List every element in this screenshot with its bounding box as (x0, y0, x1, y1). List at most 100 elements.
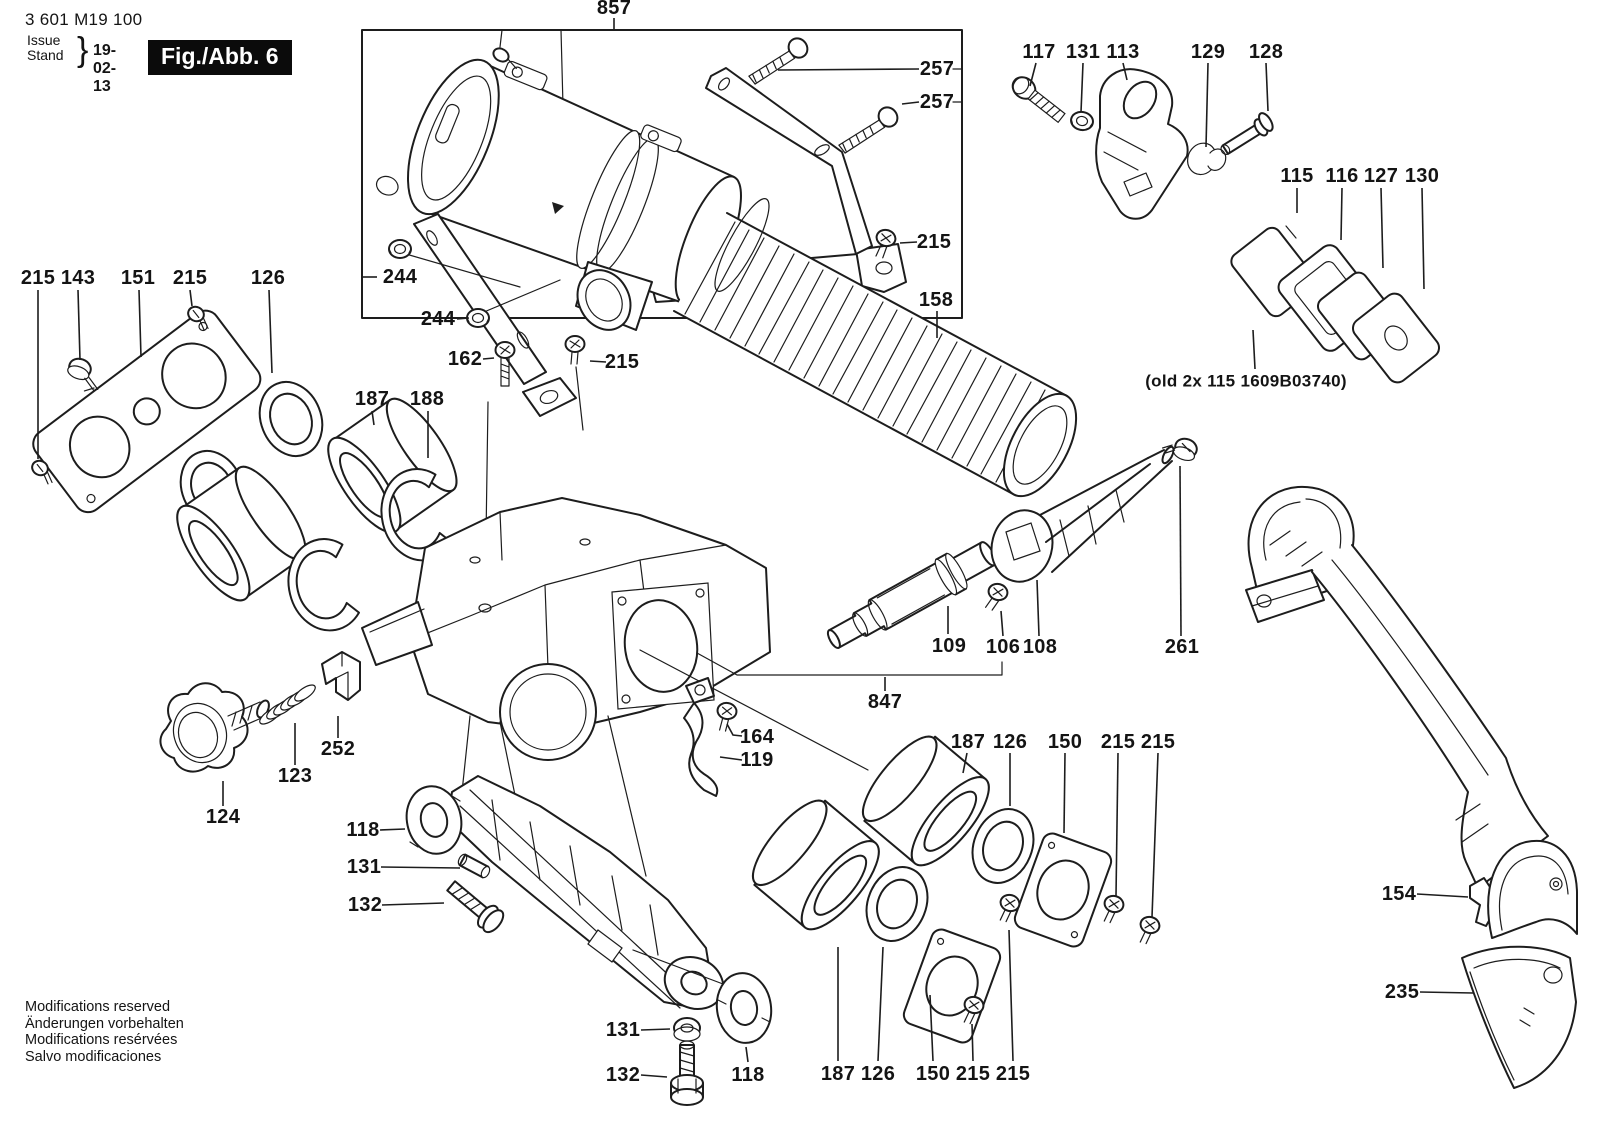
part-label-131: 131 (605, 1019, 641, 1041)
document-part-number: 3 601 M19 100 (25, 10, 143, 29)
part-label-126: 126 (250, 267, 286, 289)
part-label-215: 215 (172, 267, 208, 289)
callout-box-857 (361, 29, 963, 319)
leader-line (380, 866, 461, 869)
leader-line (929, 994, 934, 1062)
leader-line (1036, 579, 1040, 637)
part-label-106: 106 (985, 636, 1021, 658)
part-label-118: 118 (346, 819, 380, 841)
leader-line (268, 289, 273, 374)
leader-line (877, 946, 884, 1062)
issue-stand-row: Issue Stand } 19-02-13 (27, 31, 116, 95)
leader-line (77, 289, 81, 361)
part-label-215: 215 (1140, 731, 1176, 753)
part-label-126: 126 (860, 1063, 896, 1085)
leader-line (589, 360, 607, 363)
knob-cluster-drawing (159, 651, 361, 773)
leader-line (1205, 62, 1209, 148)
part-label-158: 158 (918, 289, 954, 311)
part-label-118: 118 (731, 1064, 765, 1086)
part-label-117: 117 (1022, 41, 1056, 63)
gasket-plate-151-drawing (31, 305, 262, 514)
part-label-187: 187 (354, 388, 390, 410)
motor-assembly-drawing (375, 47, 742, 305)
leader-line (371, 410, 375, 426)
suction-hose-drawing (673, 198, 1078, 498)
part-label-857: 857 (596, 0, 632, 19)
part-label-129: 129 (1190, 41, 1226, 63)
issue-label: Issue (27, 32, 61, 48)
modifications-note: Modifications reserved Änderungen vorbeh… (25, 999, 184, 1065)
title-block: 3 601 M19 100 (25, 10, 142, 30)
leader-line (1416, 893, 1469, 898)
leader-line (971, 1023, 974, 1062)
part-label-128: 128 (1248, 41, 1284, 63)
leader-line (1063, 752, 1066, 834)
leader-line (379, 828, 406, 831)
part-label-123: 123 (277, 765, 313, 787)
gear-housing-drawing (361, 497, 869, 1010)
part-label-187: 187 (820, 1063, 856, 1085)
part-label-150: 150 (915, 1063, 951, 1085)
leader-line (901, 101, 920, 105)
part-label-132: 132 (605, 1064, 641, 1086)
leader-line (482, 357, 495, 360)
leader-line (1000, 610, 1004, 637)
leader-line (138, 289, 142, 358)
modifications-note-line: Modifications resérvées (25, 1032, 178, 1048)
part-label-257: 257 (919, 91, 955, 113)
part-label-130: 130 (1404, 165, 1440, 187)
leader-line (745, 1046, 749, 1063)
leader-line (456, 317, 470, 320)
leader-line (1151, 752, 1159, 918)
clamp-cluster-drawing (1011, 68, 1274, 220)
leader-line (719, 756, 743, 761)
left-fastener-set-drawing (405, 785, 505, 934)
modifications-note-line: Modifications reserved (25, 999, 171, 1015)
part-label-187: 187 (950, 731, 986, 753)
leader-line (1380, 187, 1384, 269)
brace-glyph: } (77, 31, 89, 69)
leader-line (189, 289, 193, 307)
leader-line (899, 241, 918, 244)
latch-bracket-drawing (683, 677, 739, 797)
part-label-215: 215 (916, 231, 952, 253)
part-label-215: 215 (955, 1063, 991, 1085)
bottom-fastener-set-drawing (670, 972, 773, 1106)
part-label-old2x1151609B03740: (old 2x 115 1609B03740) (1145, 371, 1347, 391)
part-label-108: 108 (1022, 636, 1058, 658)
part-label-131: 131 (346, 856, 382, 878)
part-label-847: 847 (867, 691, 903, 713)
part-label-119: 119 (740, 749, 774, 771)
fork-108-drawing (990, 445, 1175, 583)
part-label-124: 124 (205, 806, 241, 828)
bolt-132-drawing (670, 1040, 704, 1106)
leader-line (962, 752, 968, 774)
leader-line (1008, 929, 1014, 1062)
leader-line (1340, 187, 1343, 241)
part-label-215: 215 (604, 351, 640, 373)
part-label-244: 244 (382, 266, 418, 288)
part-label-116: 116 (1325, 165, 1359, 187)
part-label-188: 188 (409, 388, 445, 410)
part-label-164: 164 (739, 726, 775, 748)
part-label-252: 252 (320, 738, 356, 760)
part-label-215: 215 (20, 267, 56, 289)
part-label-113: 113 (1106, 41, 1140, 63)
leg-assembly-drawing (1245, 485, 1578, 1089)
right-bearing-set-drawing (751, 735, 1163, 1044)
leader-line (1419, 991, 1474, 994)
modifications-note-line: Änderungen vorbehalten (25, 1015, 184, 1032)
part-label-143: 143 (60, 267, 96, 289)
leader-line (777, 68, 920, 71)
leader-line (726, 723, 743, 737)
leader-lines (37, 18, 1474, 1078)
leader-line (381, 902, 445, 906)
part-label-235: 235 (1384, 981, 1420, 1003)
part-label-154: 154 (1381, 883, 1417, 905)
figure-number-badge: Fig./Abb. 6 (148, 40, 292, 75)
leader-line (1115, 752, 1119, 897)
part-label-132: 132 (347, 894, 383, 916)
